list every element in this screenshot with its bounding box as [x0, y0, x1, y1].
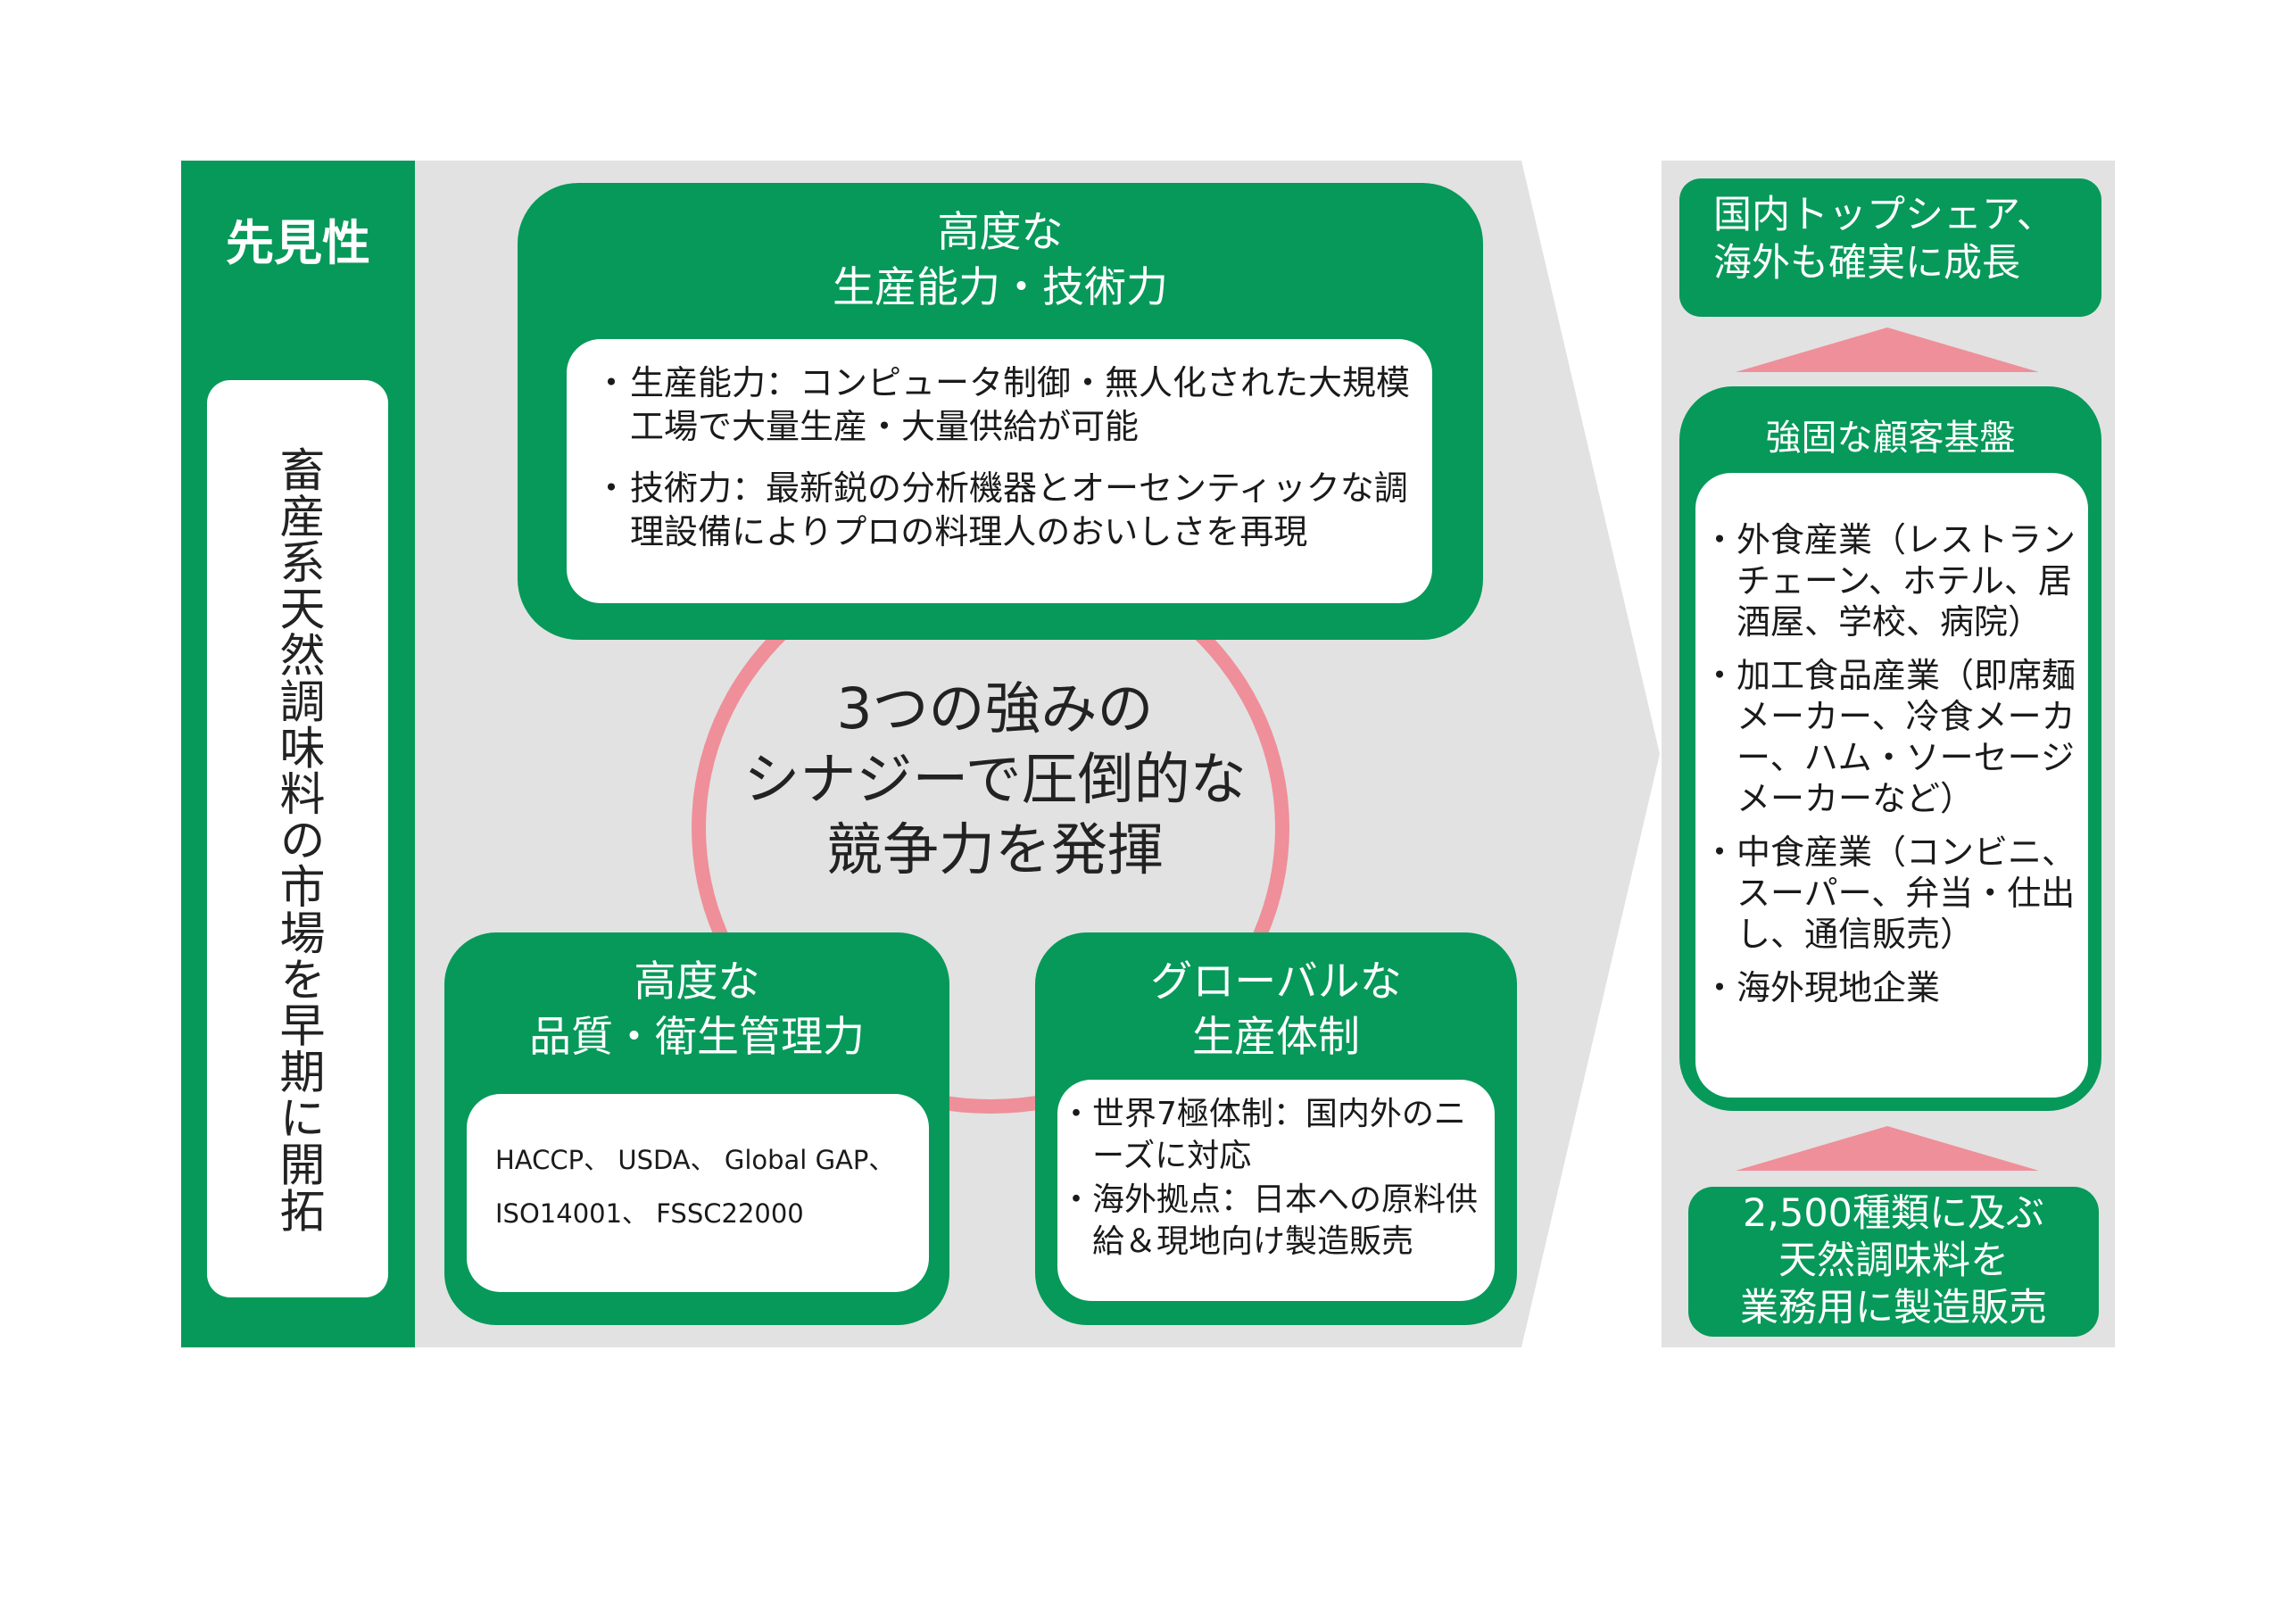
list-item: 生産能力：コンピュータ制御・無人化された大規模工場で大量生産・大量供給が可能 — [594, 361, 1423, 449]
top-share-line-1: 国内トップシェア、 — [1713, 193, 2055, 237]
customer-base-list: 外食産業（レストランチェーン、ホテル、居酒屋、学校、病院） 加工食品産業（即席麺… — [1703, 519, 2086, 1021]
synergy-statement: 3つの強みの シナジーで圧倒的な 競争力を発揮 — [705, 674, 1285, 885]
customer-base-title: 強固な顧客基盤 — [1765, 418, 2016, 459]
synergy-line-2: シナジーで圧倒的な — [743, 747, 1247, 812]
quality-title-line-2: 品質・衛生管理力 — [529, 1013, 865, 1062]
top-share-text: 国内トップシェア、 海外も確実に成長 — [1713, 191, 2097, 287]
list-item: 加工食品産業（即席麺メーカー、冷食メーカー、ハム・ソーセージメーカーなど） — [1703, 655, 2086, 819]
quality-title-line-1: 高度な — [634, 957, 760, 1007]
list-item: 中食産業（コンビニ、スーパー、弁当・仕出し、通信販売） — [1703, 832, 2086, 955]
global-title-line-1: グローバルな — [1150, 957, 1402, 1007]
list-item: 海外拠点：日本への原料供給＆現地向け製造販売 — [1060, 1179, 1493, 1263]
list-item: 海外現地企業 — [1703, 967, 2086, 1008]
product-range-line-1: 2,500種類に及ぶ — [1742, 1191, 2045, 1236]
foresight-description-box — [207, 380, 388, 1297]
top-share-line-2: 海外も確実に成長 — [1713, 241, 2020, 286]
production-title-line-1: 高度な — [937, 208, 1064, 257]
foresight-title: 先見性 — [226, 215, 370, 271]
product-range-box — [1688, 1187, 2099, 1337]
synergy-line-3: 競争力を発揮 — [826, 817, 1164, 882]
up-arrow-icon — [1736, 327, 2039, 372]
production-title-line-2: 生産能力・技術力 — [833, 263, 1168, 312]
up-arrow-icon — [1736, 1126, 2039, 1171]
production-strength-list: 生産能力：コンピュータ制御・無人化された大規模工場で大量生産・大量供給が可能 技… — [594, 361, 1423, 572]
list-item: 技術力：最新鋭の分析機器とオーセンティックな調理設備によりプロの料理人のおいしさ… — [594, 467, 1423, 554]
top-share-box — [1679, 178, 2101, 317]
product-range-line-3: 業務用に製造販売 — [1740, 1286, 2047, 1330]
production-strength-title: 高度な 生産能力・技術力 — [518, 205, 1483, 316]
product-range-text: 2,500種類に及ぶ 天然調味料を 業務用に製造販売 — [1688, 1190, 2099, 1332]
quality-certification-list: HACCP、 USDA、 Global GAP、 ISO14001、 FSSC2… — [495, 1133, 924, 1240]
synergy-line-1: 3つの強みの — [836, 676, 1154, 742]
list-item: 世界7極体制：国内外のニーズに対応 — [1060, 1093, 1493, 1177]
product-range-line-2: 天然調味料を — [1778, 1239, 2009, 1283]
certification-line-1: HACCP、 USDA、 Global GAP、 — [495, 1145, 895, 1175]
global-strength-title: グローバルな 生産体制 — [1035, 955, 1517, 1065]
quality-strength-title: 高度な 品質・衛生管理力 — [444, 955, 949, 1065]
global-title-line-2: 生産体制 — [1192, 1013, 1360, 1062]
quality-strength-detail-box — [467, 1094, 929, 1292]
global-strength-list: 世界7極体制：国内外のニーズに対応 海外拠点：日本への原料供給＆現地向け製造販売 — [1060, 1093, 1493, 1264]
foresight-description: 畜産系天然調味料の市場を早期に開拓 — [271, 446, 324, 1234]
certification-line-2: ISO14001、 FSSC22000 — [495, 1198, 804, 1229]
list-item: 外食産業（レストランチェーン、ホテル、居酒屋、学校、病院） — [1703, 519, 2086, 642]
